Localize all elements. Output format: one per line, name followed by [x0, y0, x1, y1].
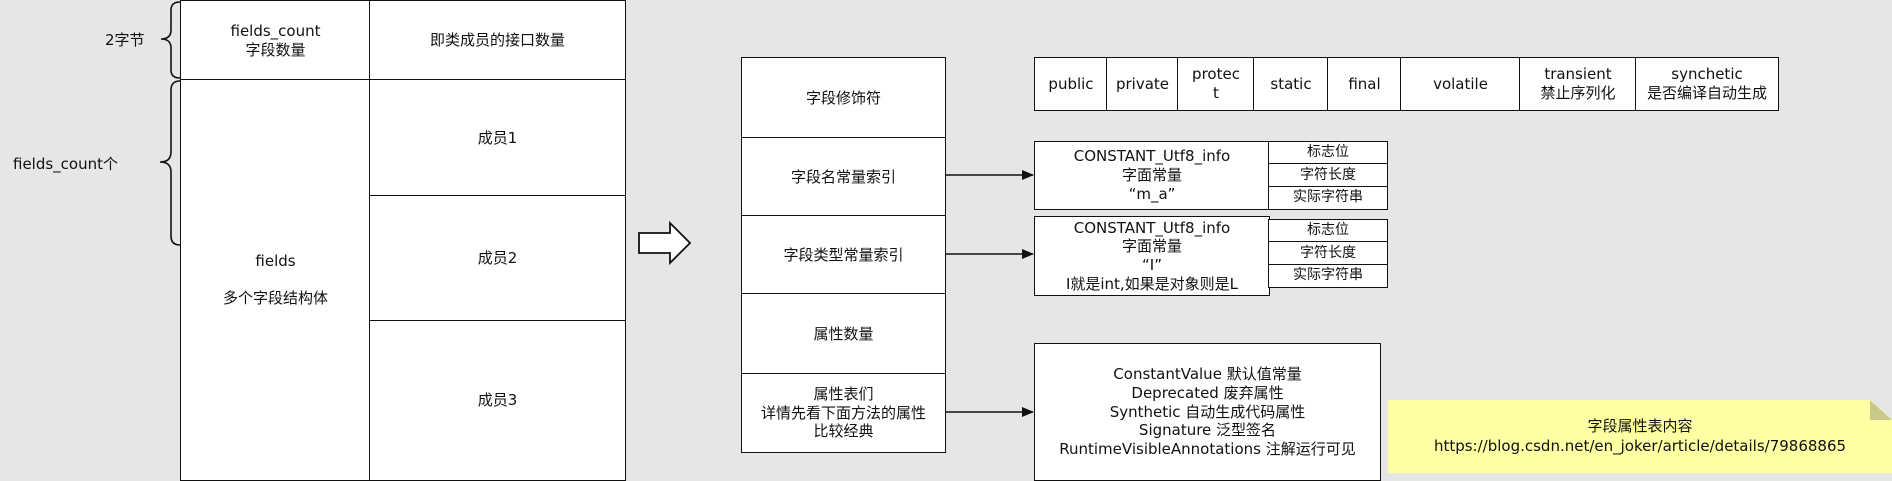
- field-modifier-cell: 字段修饰符: [741, 57, 946, 139]
- type-constant-length: 字符长度: [1268, 241, 1388, 266]
- type-constant-flag: 标志位: [1268, 219, 1388, 243]
- name-constant-utf8-box: CONSTANT_Utf8_info 字面常量 “m_a”: [1034, 141, 1270, 210]
- field-type-index-cell: 字段类型常量索引: [741, 215, 946, 295]
- field-name-index-cell: 字段名常量索引: [741, 137, 946, 217]
- fields-count-desc-cell: 即类成员的接口数量: [369, 0, 626, 81]
- modifier-transient: transient 禁止序列化: [1519, 57, 1637, 111]
- modifier-protected: protec t: [1177, 57, 1255, 111]
- attribute-note: 字段属性表内容 https://blog.csdn.net/en_joker/a…: [1388, 400, 1892, 473]
- two-bytes-brace: [160, 1, 181, 79]
- modifier-synthetic: synchetic 是否编译自动生成: [1635, 57, 1779, 111]
- modifier-private: private: [1106, 57, 1179, 111]
- modifier-final: final: [1327, 57, 1402, 111]
- name-constant-length: 字符长度: [1268, 163, 1388, 188]
- fields-cell: fields 多个字段结构体: [180, 79, 371, 481]
- type-constant-string: 实际字符串: [1268, 264, 1388, 288]
- name-constant-string: 实际字符串: [1268, 186, 1388, 210]
- fields-count-cell: fields_count 字段数量: [180, 0, 371, 81]
- attribute-count-cell: 属性数量: [741, 293, 946, 375]
- modifier-static: static: [1253, 57, 1329, 111]
- expand-arrow: [638, 220, 692, 266]
- attributes-list-box: ConstantValue 默认值常量 Deprecated 废弃属性 Synt…: [1034, 343, 1381, 481]
- fields-count-brace: [159, 80, 181, 246]
- note-text: 字段属性表内容 https://blog.csdn.net/en_joker/a…: [1433, 417, 1847, 455]
- member-2-cell: 成员2: [369, 195, 626, 322]
- name-constant-flag: 标志位: [1268, 141, 1388, 165]
- fields-count-times-label: fields_count个: [13, 155, 119, 173]
- type-constant-utf8-box: CONSTANT_Utf8_info 字面常量 “I” I就是int,如果是对象…: [1034, 216, 1270, 296]
- attribute-table-cell: 属性表们 详情先看下面方法的属性 比较经典: [741, 373, 946, 453]
- member-1-cell: 成员1: [369, 79, 626, 197]
- member-3-cell: 成员3: [369, 320, 626, 481]
- two-bytes-label: 2字节: [105, 31, 145, 49]
- note-background: [1388, 400, 1892, 473]
- modifier-public: public: [1034, 57, 1108, 111]
- modifier-volatile: volatile: [1400, 57, 1521, 111]
